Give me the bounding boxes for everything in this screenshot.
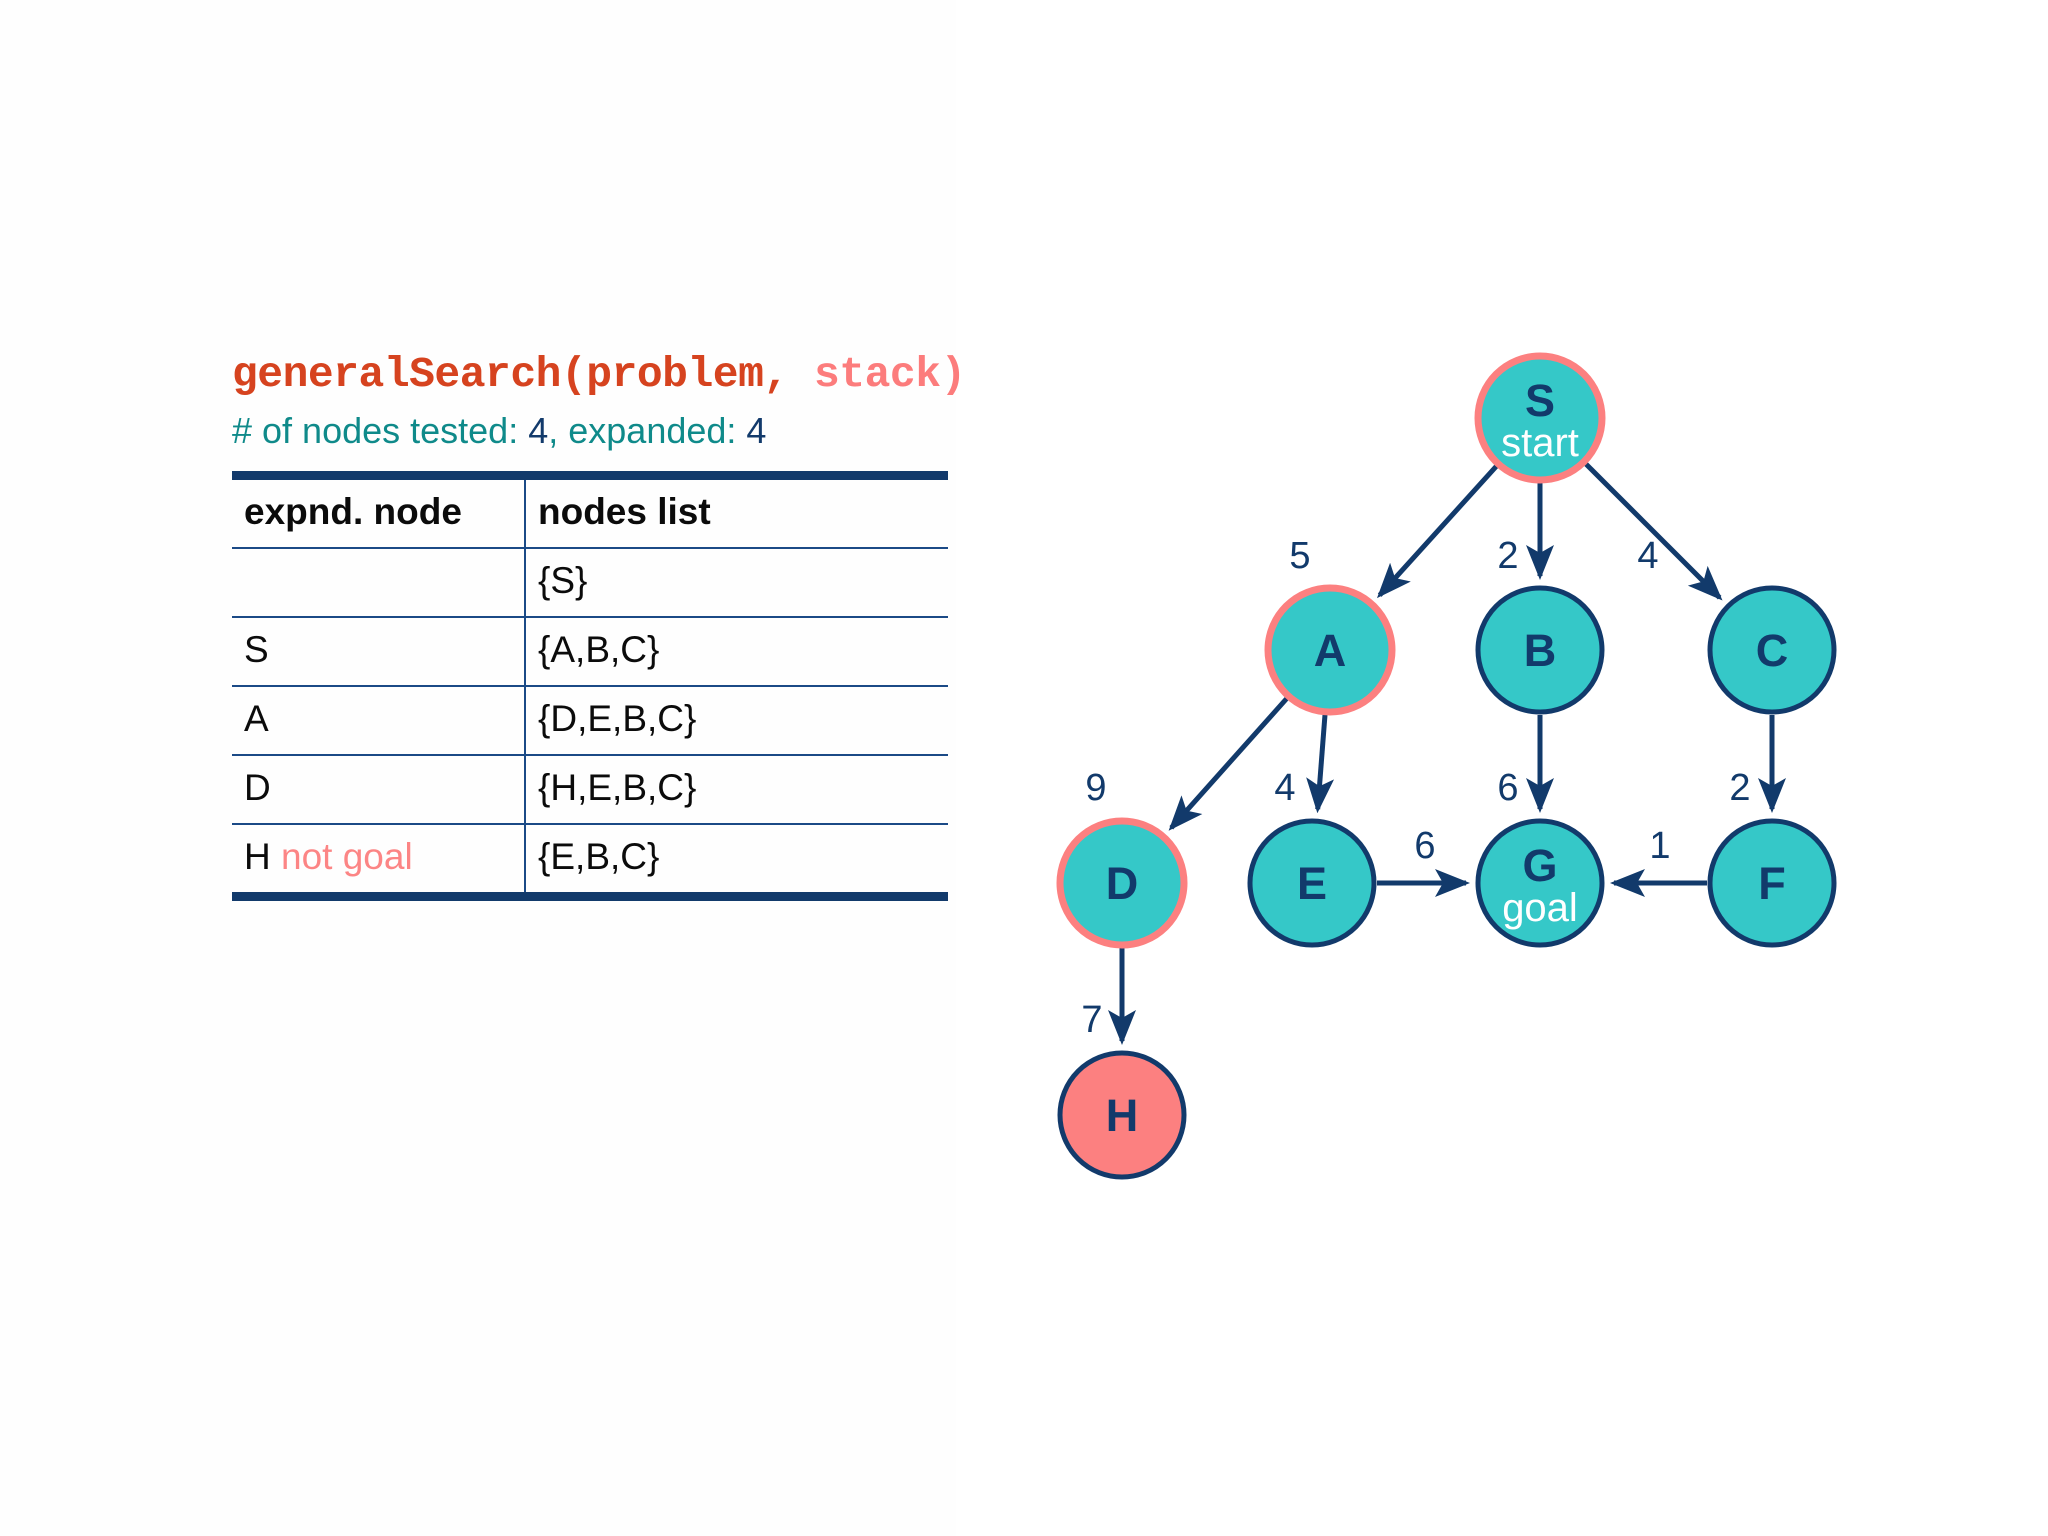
cell-expanded-node: [232, 547, 526, 618]
cell-nodes-list: {E,B,C}: [538, 835, 660, 877]
node-circle-f: [1707, 818, 1837, 948]
node-label-b: B: [1524, 625, 1557, 676]
cell-expanded-node: D: [232, 754, 526, 825]
node-label-c: C: [1756, 625, 1789, 676]
graph-edge-a-e: [1306, 714, 1335, 814]
node-label-a: A: [1314, 625, 1347, 676]
edge-weight-c-f: 2: [1729, 767, 1750, 809]
table-header-row: expnd. node nodes list: [232, 475, 948, 549]
node-circle-c: [1707, 585, 1837, 715]
search-trace-panel: generalSearch(problem, stack) # of nodes…: [232, 350, 966, 901]
node-circle-g: [1475, 818, 1605, 948]
node-label-g: G: [1522, 840, 1557, 891]
expanded-node-label: H: [244, 835, 271, 877]
node-label-s: S: [1525, 375, 1555, 426]
table-row: H not goal {E,B,C}: [232, 823, 948, 897]
graph-edge-a-d: [1168, 696, 1289, 831]
edge-weight-e-g: 6: [1414, 825, 1435, 867]
stats-tested-count: 4: [528, 410, 549, 452]
expanded-node-label: S: [244, 628, 269, 670]
node-label-e: E: [1297, 858, 1327, 909]
node-circle-d: [1056, 817, 1188, 949]
graph-edge-s-a: [1376, 464, 1499, 599]
cell-nodes-list: {S}: [525, 547, 948, 618]
node-circle-b: [1475, 585, 1605, 715]
right-panel-background: [956, 0, 2048, 1536]
edge-weight-s-c: 4: [1637, 535, 1658, 577]
cell-expanded-node: H not goal: [232, 823, 526, 897]
column-header-expanded-node: expnd. node: [232, 475, 526, 549]
node-label-d: D: [1106, 858, 1139, 909]
node-stats-line: # of nodes tested: 4, expanded: 4: [232, 410, 952, 451]
cell-nodes-list: {D,E,B,C}: [525, 685, 948, 756]
stats-middle: , expanded:: [548, 410, 747, 452]
edge-weight-s-b: 2: [1497, 535, 1518, 577]
code-title-function: generalSearch(problem,: [232, 350, 814, 399]
graph-node-a[interactable]: A: [1264, 584, 1396, 716]
expanded-node-label: D: [244, 766, 271, 808]
node-label-h: H: [1106, 1090, 1139, 1141]
table-row: D {H,E,B,C}: [232, 754, 948, 825]
stats-expanded-count: 4: [746, 410, 767, 452]
node-sublabel-g: goal: [1502, 886, 1578, 930]
code-title-argument: stack): [814, 350, 966, 399]
graph-edges-layer: [1108, 462, 1786, 1046]
edge-weight-d-h: 7: [1081, 999, 1102, 1041]
node-circle-s: [1474, 352, 1606, 484]
graph-node-h[interactable]: H: [1057, 1050, 1187, 1180]
node-circle-e: [1247, 818, 1377, 948]
table-row: {S}: [232, 547, 948, 618]
graph-node-b[interactable]: B: [1475, 585, 1605, 715]
node-circle-a: [1264, 584, 1396, 716]
graph-node-f[interactable]: F: [1707, 818, 1837, 948]
expanded-node-label: A: [244, 697, 269, 739]
cell-expanded-node: A: [232, 685, 526, 756]
node-label-f: F: [1758, 858, 1786, 909]
edge-weight-s-a: 5: [1289, 535, 1310, 577]
graph-edge-weights-layer: 5 2 4 9 4 6 2 6 1 7: [1081, 535, 1750, 1041]
expanded-node-note: not goal: [270, 835, 413, 877]
stats-prefix: # of nodes tested:: [232, 410, 529, 452]
graph-node-c[interactable]: C: [1707, 585, 1837, 715]
node-circle-h: [1057, 1050, 1187, 1180]
column-header-nodes-list: nodes list: [525, 475, 948, 549]
search-trace-table: expnd. node nodes list {S} S {A,B,C} A {…: [232, 470, 948, 901]
table-row: S {A,B,C}: [232, 616, 948, 687]
edge-weight-b-g: 6: [1497, 767, 1518, 809]
edge-weight-a-d: 9: [1085, 767, 1106, 809]
cell-nodes-list: {A,B,C}: [525, 616, 948, 687]
node-sublabel-s: start: [1501, 421, 1579, 465]
graph-edge-s-c: [1584, 462, 1723, 601]
code-title: generalSearch(problem, stack): [232, 350, 966, 399]
edge-weight-a-e: 4: [1274, 767, 1295, 809]
edge-weight-f-g: 1: [1649, 825, 1670, 867]
table-row: A {D,E,B,C}: [232, 685, 948, 756]
graph-node-e[interactable]: E: [1247, 818, 1377, 948]
graph-node-d[interactable]: D: [1056, 817, 1188, 949]
cell-expanded-node: S: [232, 616, 526, 687]
cell-nodes-list: {H,E,B,C}: [525, 754, 948, 825]
